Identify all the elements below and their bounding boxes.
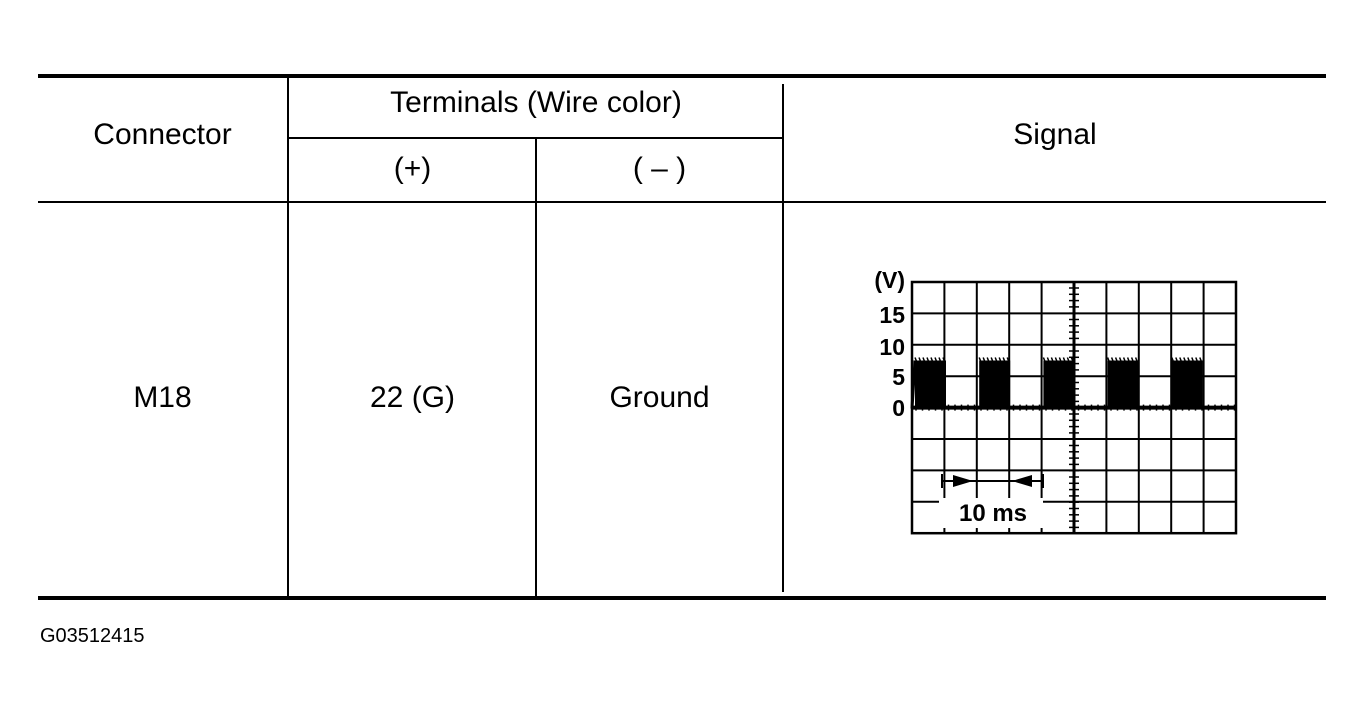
column-divider-3 <box>782 84 784 592</box>
signal-noise <box>1122 357 1127 363</box>
signal-noise <box>1183 357 1187 363</box>
y-tick-0: 0 <box>892 395 905 421</box>
header-terminals-divider <box>288 137 783 139</box>
signal-noise <box>1110 357 1115 363</box>
signal-noise <box>978 357 982 363</box>
signal-noise <box>1114 357 1119 363</box>
signal-noise <box>1106 357 1111 363</box>
table-top-border <box>38 74 1326 78</box>
time-scale-label: 10 ms <box>959 500 1027 527</box>
signal-pulse <box>1171 360 1203 408</box>
signal-noise <box>982 357 986 363</box>
y-tick-15: 15 <box>879 302 905 328</box>
signal-noise <box>1134 357 1139 363</box>
column-divider-2 <box>535 139 537 596</box>
time-scale-marker <box>941 474 1044 488</box>
signal-noise <box>1175 357 1179 363</box>
signal-noise <box>918 357 922 363</box>
signal-pulse <box>979 360 1011 408</box>
header-bottom-border <box>38 201 1326 203</box>
scope-waveform <box>910 357 1236 410</box>
signal-noise <box>934 357 938 363</box>
signal-noise <box>1058 357 1063 363</box>
cell-connector: M18 <box>133 381 192 414</box>
signal-noise <box>1002 357 1006 363</box>
signal-noise <box>1006 357 1010 363</box>
signal-noise <box>1126 357 1131 363</box>
signal-edge <box>910 360 917 409</box>
cell-minus-terminal: Ground <box>609 381 710 414</box>
signal-noise <box>1118 357 1123 363</box>
signal-noise <box>942 357 946 363</box>
signal-pulse <box>1043 360 1075 408</box>
signal-noise <box>926 357 930 363</box>
signal-noise <box>930 357 934 363</box>
signal-noise <box>994 357 998 363</box>
signal-noise <box>938 357 942 363</box>
header-terminals: Terminals (Wire color) <box>390 86 682 119</box>
signal-noise <box>1187 357 1191 363</box>
header-signal: Signal <box>1013 118 1097 151</box>
signal-noise <box>1171 357 1175 363</box>
signal-noise <box>914 357 918 363</box>
signal-noise <box>1042 357 1047 363</box>
signal-noise <box>1066 357 1071 363</box>
signal-noise <box>986 357 990 363</box>
signal-noise <box>1046 357 1051 363</box>
header-plus: (+) <box>393 152 432 185</box>
signal-pulse <box>1107 360 1139 408</box>
signal-noise <box>1199 357 1203 363</box>
signal-noise <box>1179 357 1183 363</box>
signal-noise <box>1195 357 1199 363</box>
header-minus: ( – ) <box>632 152 687 185</box>
cell-plus-terminal: 22 (G) <box>369 381 456 414</box>
table-bottom-border <box>38 596 1326 600</box>
signal-noise <box>1054 357 1059 363</box>
figure-code: G03512415 <box>40 625 145 647</box>
signal-noise <box>1050 357 1055 363</box>
y-unit-label: (V) <box>874 267 905 293</box>
signal-noise <box>1070 357 1075 363</box>
signal-noise <box>998 357 1002 363</box>
header-connector: Connector <box>93 118 232 151</box>
signal-noise <box>1130 357 1135 363</box>
y-tick-5: 5 <box>892 364 905 390</box>
y-tick-10: 10 <box>879 334 905 360</box>
signal-noise <box>922 357 926 363</box>
signal-noise <box>990 357 994 363</box>
signal-noise <box>1191 357 1195 363</box>
scope-y-axis-labels: (V) 15 10 5 0 <box>874 267 905 421</box>
signal-waveform-figure: (V) 15 10 5 0 10 ms <box>874 267 1238 535</box>
column-divider-1 <box>287 78 289 596</box>
signal-noise <box>1062 357 1067 363</box>
signal-pulse <box>915 360 946 408</box>
